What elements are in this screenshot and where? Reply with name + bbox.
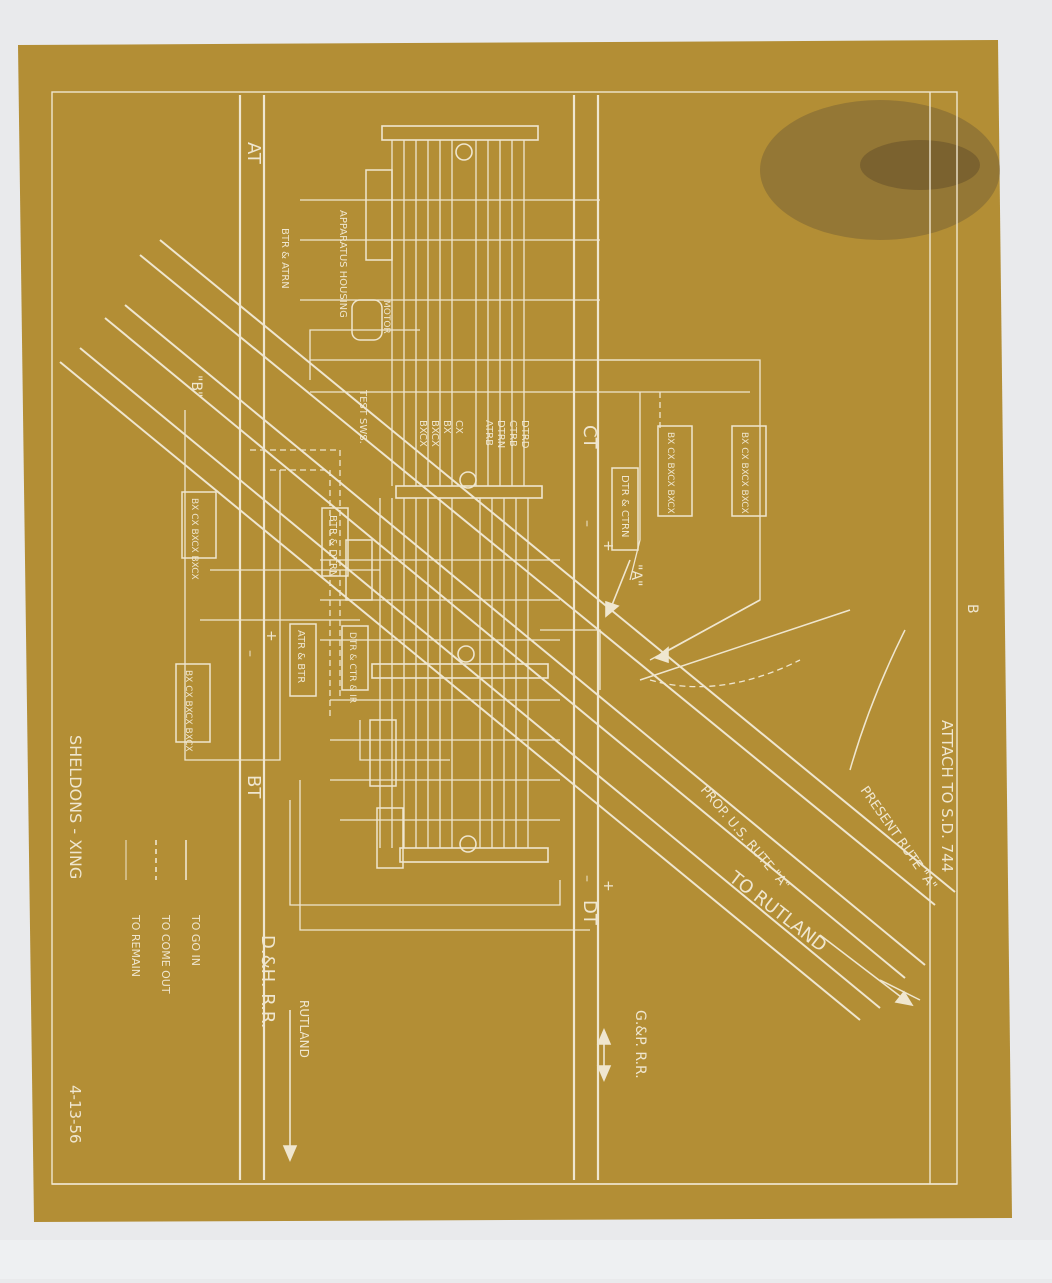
bottom-band: [0, 1240, 1052, 1279]
relay-list-item-2: CTRB: [507, 420, 518, 447]
track-label-bt: BT: [243, 775, 264, 799]
relay-label-bx-b2: BX CX BXCX BXCX: [189, 498, 199, 580]
date-label: 4-13-56: [66, 1085, 84, 1144]
relay-list-item-3: DTRN: [495, 420, 506, 448]
main-rails: [238, 95, 600, 1180]
polarity-minus-bt: –: [242, 650, 258, 657]
relay-text: BTR & ATRN DTR & CTRN BTR & DTRN DTR & C…: [183, 228, 749, 752]
relay-label-bx-b1: BX CX BXCX BXCX: [183, 670, 193, 752]
track-label-dt: DT: [579, 900, 600, 926]
relay-label-btr-atr: BTR & ATRN: [279, 228, 290, 289]
legend-to-come-out: TO COME OUT: [159, 914, 172, 994]
motor-label: MOTOR: [381, 300, 391, 334]
diagonal-tracks: [59, 239, 956, 1021]
track-label-at: AT: [243, 142, 264, 165]
legend-to-remain: TO REMAIN: [129, 914, 142, 977]
attach-note: ATTACH TO S.D. 744: [938, 720, 956, 872]
relay-label-dtr-ctr: DTR & CTRN: [619, 475, 630, 537]
polarity-plus-dt: +: [600, 880, 616, 892]
border-frame: [51, 91, 958, 1185]
legend: TO GO IN TO COME OUT TO REMAIN: [125, 840, 202, 994]
relay-list-item-1: DTRD: [519, 420, 530, 449]
track-label-ct: CT: [579, 425, 600, 450]
test-switches-label: TEST SWS.: [357, 389, 368, 444]
track-labels: AT BT CT DT + – + – + –: [242, 142, 616, 926]
relay-list-item-5: CX: [453, 420, 464, 434]
relay-list-item-4: ATRB: [483, 420, 494, 446]
route-curves: [639, 609, 921, 1001]
polarity-minus-ct: –: [579, 520, 595, 527]
relay-label-dtr-ctr-ir: DTR & CTR & IR: [347, 632, 357, 703]
paper-sheet: [18, 40, 1012, 1222]
signal-arrows: [282, 559, 914, 1163]
relay-label-bx-a2: BX CX BXCX BXCX: [739, 432, 749, 514]
relay-label-btr-dtr: BTR & DTRN: [327, 515, 338, 577]
railroad-label: D.&H. R.R.: [257, 935, 278, 1028]
apparatus-housing-label: APPARATUS HOUSING: [337, 210, 348, 318]
polarity-plus-bt: +: [263, 630, 279, 642]
sheet-mark: B: [964, 604, 980, 614]
signal-a-label: "A": [628, 564, 644, 586]
polarity-plus-ct: +: [600, 540, 616, 552]
gp-railroad-label: G.&P. R.R.: [632, 1010, 648, 1079]
relay-list-item-7: BXCX: [429, 420, 440, 447]
rutland-direction-label: RUTLAND: [297, 1000, 311, 1058]
paper-stain: [760, 100, 1000, 240]
paper-stain-core: [860, 140, 980, 190]
signal-b-label: "B": [188, 375, 204, 397]
relay-boxes: [175, 169, 767, 869]
location-label: SHELDONS - XING: [66, 735, 85, 879]
relay-label-bx-a1: BX CX BXCX BXCX: [665, 432, 675, 514]
relay-list-item-6: BX: [441, 420, 452, 434]
terminal-bars: [371, 125, 549, 863]
polarity-minus-dt: –: [579, 875, 595, 882]
legend-to-go-in: TO GO IN: [189, 914, 202, 966]
relay-list-item-8: BXCX: [417, 420, 428, 447]
relay-label-atr-btr: ATR & BTR: [295, 630, 306, 683]
dashed-wires: [250, 392, 801, 720]
